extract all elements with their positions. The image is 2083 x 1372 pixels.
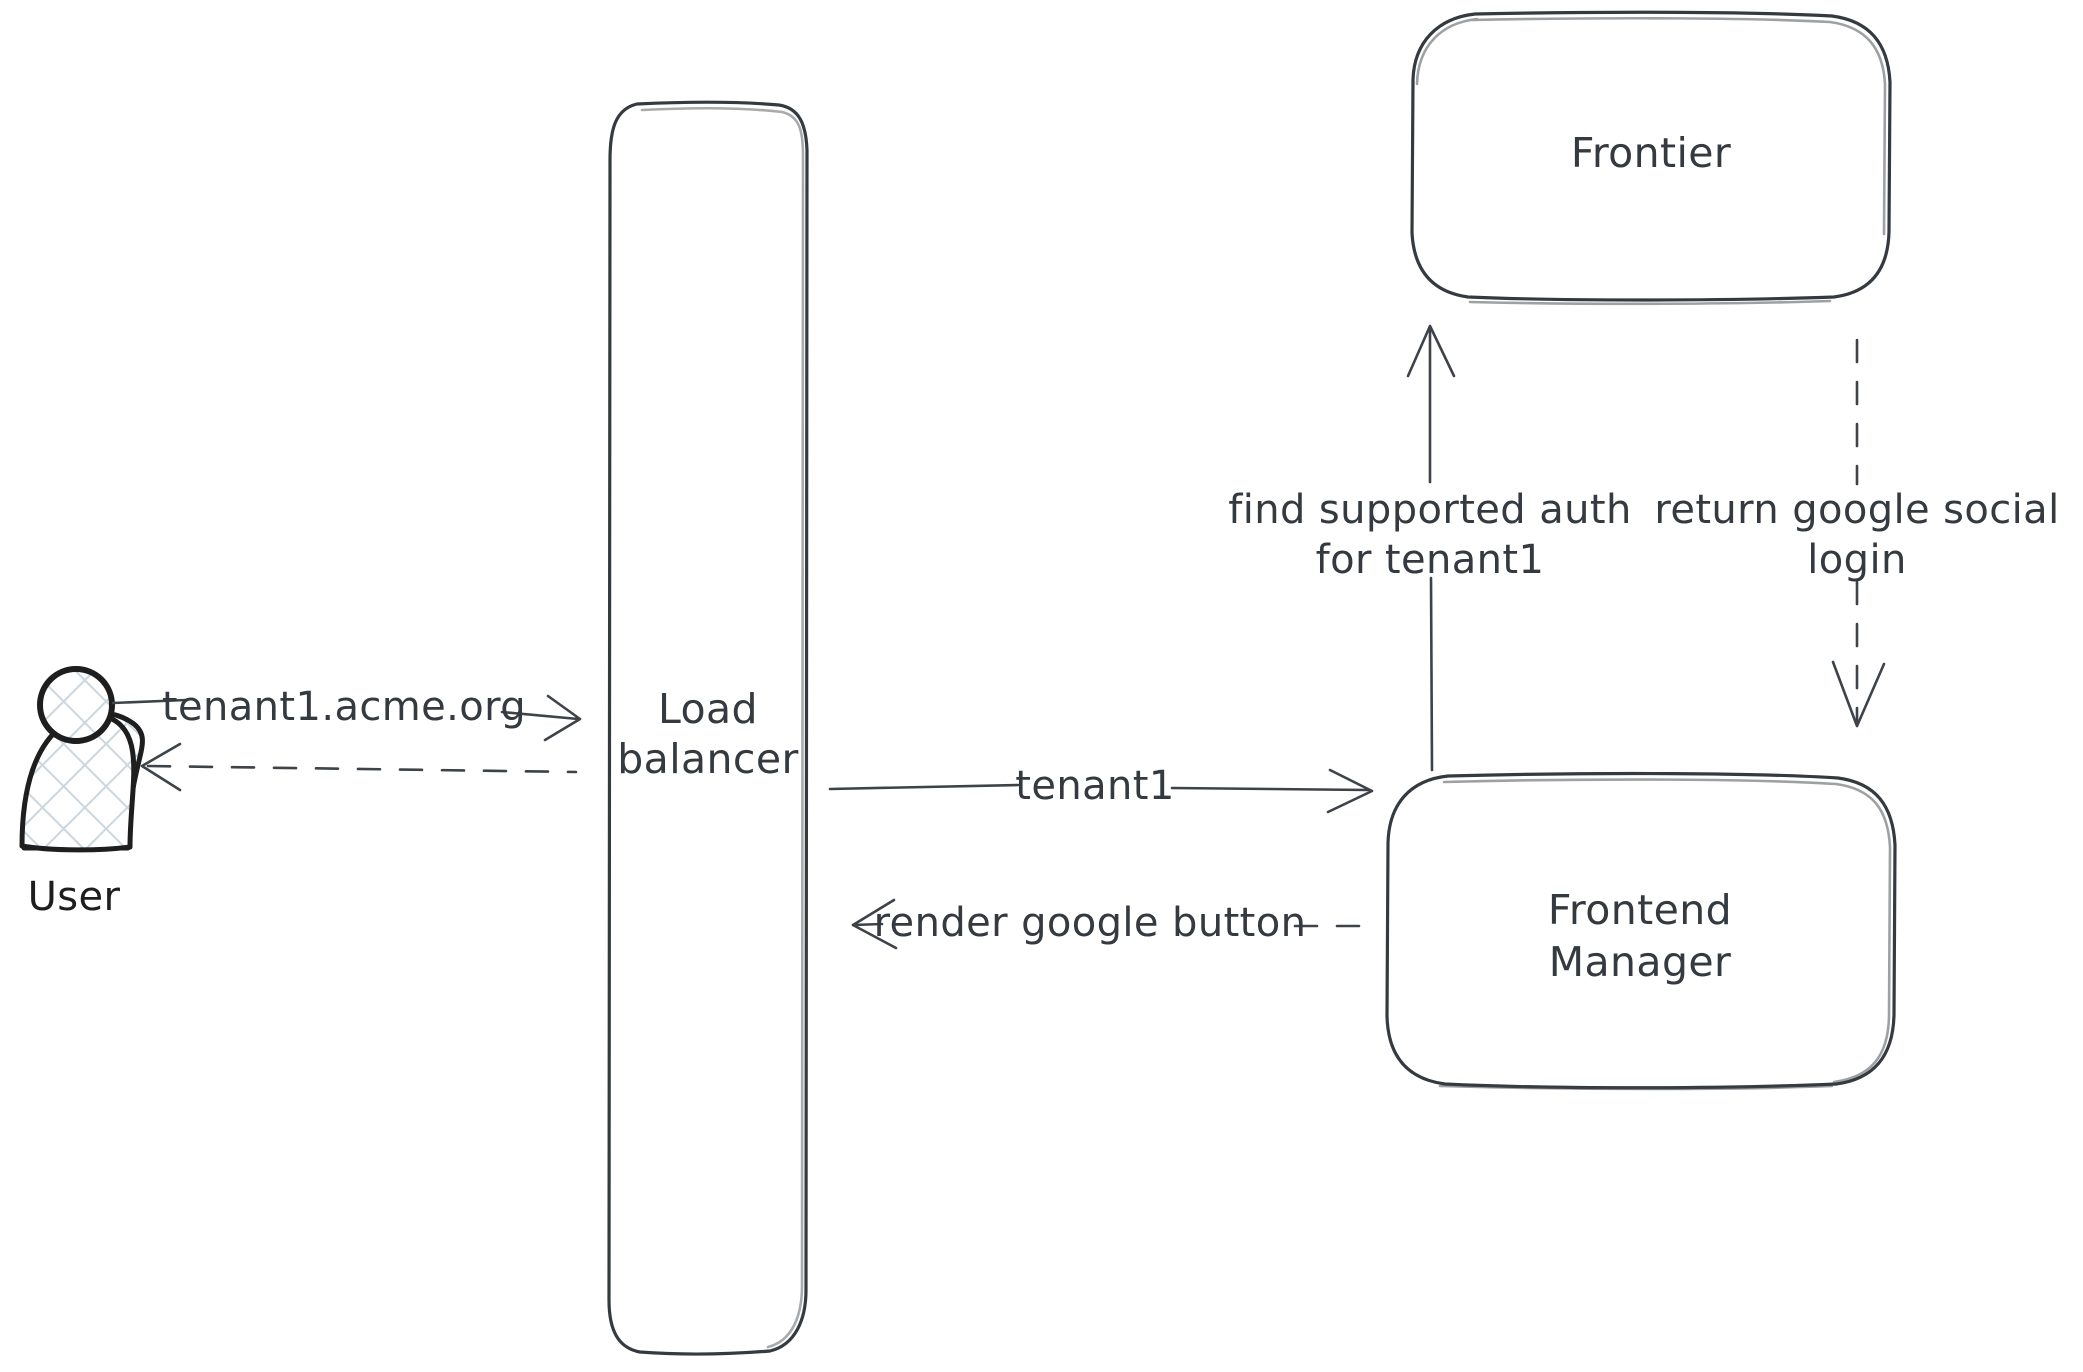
edge-user-to-lb-arrowhead: [543, 694, 582, 742]
node-frontier[interactable]: Frontier: [1410, 10, 1892, 306]
edge-load-balancer-to-frontend-manager[interactable]: tenant1: [828, 763, 1374, 814]
edge-user-to-lb-line-right: [500, 710, 580, 721]
edge-user-to-lb-label: tenant1.acme.org: [162, 684, 526, 730]
user-head: [37, 666, 115, 744]
edge-fm-to-frontier-arrowhead: [1406, 324, 1456, 378]
edge-user-to-load-balancer[interactable]: tenant1.acme.org: [111, 684, 582, 742]
load-balancer-label-line1: Load: [658, 685, 758, 733]
edge-lb-to-fm-line-right: [1170, 786, 1370, 792]
edge-lb-to-user-arrowhead: [140, 742, 182, 792]
edge-frontier-to-frontend-manager[interactable]: return google social login: [1654, 338, 2059, 728]
frontier-box: [1410, 10, 1892, 302]
edge-lb-to-user-line: [146, 764, 578, 774]
edge-lb-to-fm-arrowhead: [1326, 768, 1374, 814]
frontend-manager-box-sketch-overlay: [1438, 778, 1892, 1091]
frontend-manager-box: [1385, 771, 1897, 1090]
edge-load-balancer-to-user[interactable]: [140, 742, 578, 792]
edge-frontend-manager-to-load-balancer[interactable]: render google button: [851, 898, 1380, 950]
edge-lb-to-fm-label: tenant1: [1015, 763, 1174, 809]
load-balancer-box: [607, 100, 809, 1356]
frontend-manager-label-line2: Manager: [1549, 938, 1732, 986]
edge-frontier-to-fm-label-line1: return google social: [1654, 487, 2059, 533]
frontier-label: Frontier: [1571, 129, 1731, 177]
edge-user-to-lb-line-left: [111, 698, 188, 705]
edge-fm-to-frontier-line-lower: [1429, 576, 1434, 772]
user-body-shape: [19, 712, 137, 853]
frontend-manager-label-line1: Frontend: [1548, 886, 1732, 934]
edge-frontier-to-fm-arrowhead: [1831, 660, 1886, 728]
edge-frontend-manager-to-frontier[interactable]: find supported auth for tenant1: [1228, 324, 1631, 772]
edge-fm-to-frontier-label-line2: for tenant1: [1316, 537, 1545, 583]
node-load-balancer[interactable]: Load balancer: [607, 100, 809, 1356]
load-balancer-box-sketch-overlay: [640, 106, 805, 1349]
edge-frontier-to-fm-label-line2: login: [1807, 537, 1906, 583]
load-balancer-label-line2: balancer: [617, 735, 798, 783]
edge-lb-to-fm-line-left: [828, 783, 1020, 791]
node-frontend-manager[interactable]: Frontend Manager: [1385, 771, 1897, 1091]
node-user[interactable]: User: [19, 666, 145, 920]
edge-fm-to-lb-label: render google button: [874, 900, 1307, 946]
edge-fm-to-lb-line-stub: [851, 922, 884, 927]
user-label: User: [28, 874, 121, 920]
edge-fm-to-frontier-label-line1: find supported auth: [1228, 487, 1631, 533]
frontier-box-sketch-overlay: [1415, 16, 1887, 306]
